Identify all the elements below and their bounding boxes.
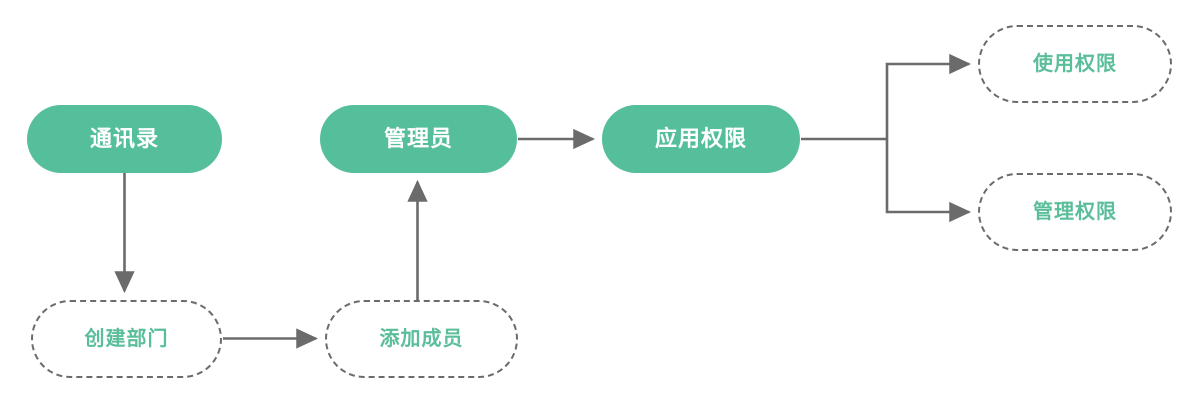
node-create-department[interactable]: 创建部门 — [31, 300, 222, 378]
node-manage-permission-label: 管理权限 — [1033, 201, 1117, 223]
edge-app-permission-to-use-permission — [885, 53, 972, 139]
node-use-permission[interactable]: 使用权限 — [978, 25, 1172, 103]
node-app-permission-label: 应用权限 — [654, 126, 747, 151]
node-contacts[interactable]: 通讯录 — [27, 105, 222, 173]
edge-app-permission-to-manage-permission — [885, 139, 972, 223]
node-use-permission-label: 使用权限 — [1033, 53, 1117, 75]
node-create-department-label: 创建部门 — [84, 328, 169, 350]
node-add-member-label: 添加成员 — [379, 328, 464, 350]
node-add-member[interactable]: 添加成员 — [325, 300, 518, 378]
node-manage-permission[interactable]: 管理权限 — [978, 173, 1172, 251]
node-admin[interactable]: 管理员 — [320, 105, 517, 173]
node-contacts-label: 通讯录 — [89, 126, 159, 151]
node-admin-label: 管理员 — [383, 126, 453, 151]
node-app-permission[interactable]: 应用权限 — [602, 105, 800, 173]
